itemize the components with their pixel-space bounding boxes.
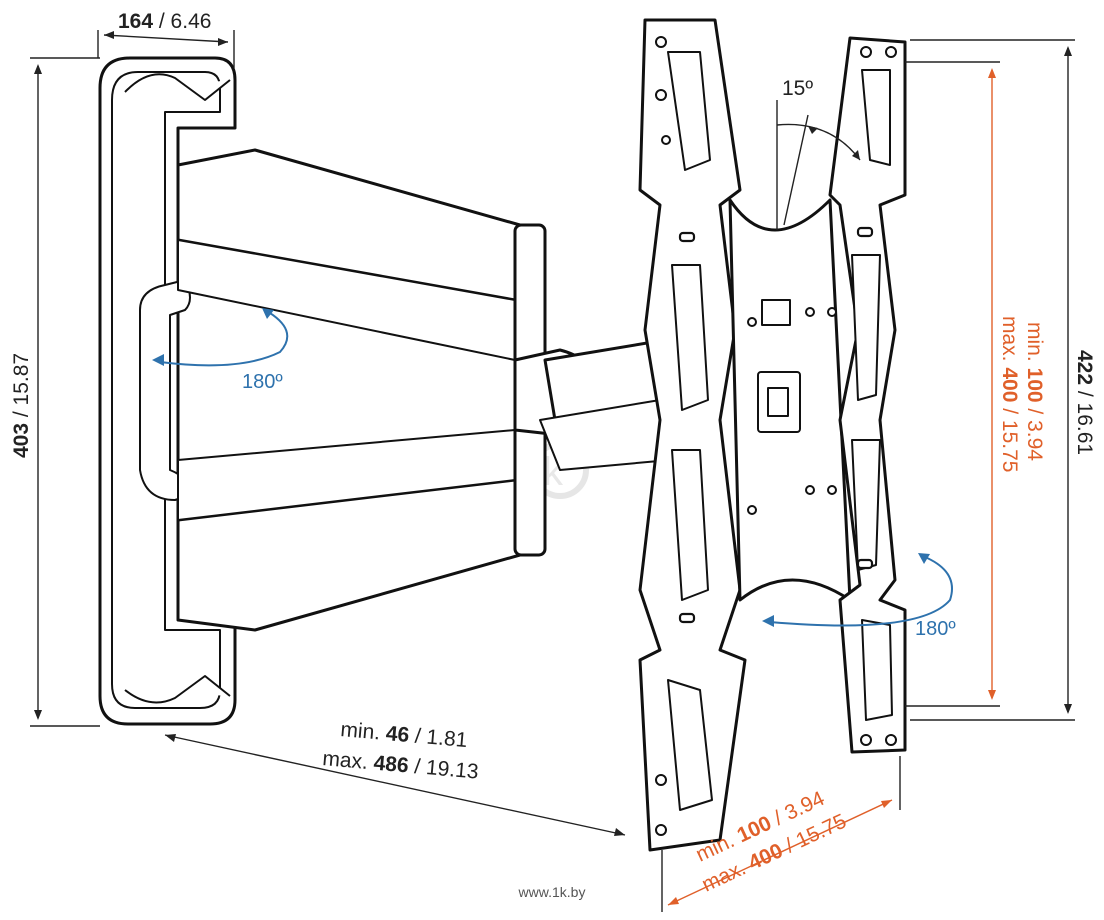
footer-site-label: www.1k.by <box>518 884 586 900</box>
dim-plate-height <box>910 39 1075 721</box>
lower-arm <box>176 429 533 632</box>
tv-plate-back-rail <box>638 18 747 852</box>
swivel-arrow-arm-icon <box>152 308 289 367</box>
dim-extension <box>164 734 626 836</box>
dim-vesa-vertical <box>905 61 1000 707</box>
dim-arm-depth <box>97 30 235 68</box>
arm-depth-label: 164 / 6.46 <box>118 10 211 33</box>
plate-height-label: 422 / 16.61 <box>1073 350 1096 455</box>
tilt-angle-label: 15º <box>782 77 813 100</box>
height-label: 403 / 15.87 <box>10 353 33 458</box>
mount-holes <box>655 36 897 836</box>
swivel-arrow-plate-icon <box>762 553 953 627</box>
upper-arm <box>176 148 533 361</box>
tilt-angle-indicator <box>776 100 861 230</box>
vesa-vertical-min-label: min. 100 / 3.94 <box>1023 322 1046 461</box>
swivel-arm-label: 180º <box>242 371 283 393</box>
dim-height <box>30 57 100 727</box>
tv-plate-center <box>728 198 852 602</box>
dim-vesa-horizontal <box>661 756 901 912</box>
swivel-plate-label: 180º <box>915 618 956 640</box>
vesa-vertical-max-label: max. 400 / 15.75 <box>998 316 1021 472</box>
extension-min-label: min. 46 / 1.81 <box>340 718 469 752</box>
extension-max-label: max. 486 / 19.13 <box>322 747 480 784</box>
tv-plate-front-rail <box>828 36 907 754</box>
forearm <box>539 338 682 471</box>
